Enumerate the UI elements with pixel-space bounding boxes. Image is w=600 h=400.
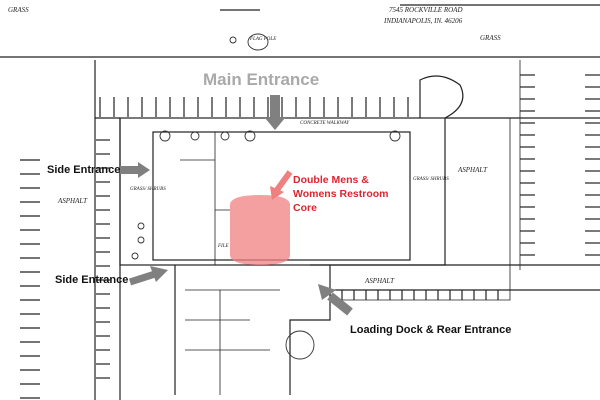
file-label: FILE — [217, 244, 229, 249]
asphalt-label-left: ASPHALT — [57, 197, 88, 205]
walkway-label: CONCRETE WALKWAY — [300, 121, 350, 126]
restroom-core-highlight — [230, 195, 290, 265]
main-entrance-label: Main Entrance — [203, 70, 320, 89]
flag-pole-mark — [247, 33, 269, 51]
left-lot — [94, 60, 121, 400]
loading-dock-arrow — [327, 292, 353, 316]
restroom-core-label: Double Mens & Womens Restroom Core — [293, 174, 389, 214]
asphalt-label-right: ASPHALT — [457, 166, 488, 174]
side-entrance-label-1: Side Entrance — [47, 164, 121, 176]
address-line2: INDIANAPOLIS, IN. 46206 — [383, 17, 463, 25]
shrubs-label-left: GRASS/ SHRUBS — [130, 187, 166, 192]
grass-label-left: GRASS — [8, 6, 29, 14]
flag-pole-label: FLAG POLE — [249, 37, 276, 42]
shrubs-label-right: GRASS/ SHRUBS — [413, 177, 449, 182]
restroom-core-arrow — [274, 170, 293, 192]
address-line1: 7545 ROCKVILLE ROAD — [389, 6, 463, 14]
grass-label-right: GRASS — [480, 34, 501, 42]
turnaround — [419, 75, 464, 119]
loading-dock-label: Loading Dock & Rear Entrance — [350, 324, 512, 336]
side-entrance-arrow-2 — [128, 270, 157, 286]
north-arrow — [285, 330, 315, 360]
rear-wing — [174, 265, 331, 395]
asphalt-label-bottom: ASPHALT — [364, 277, 395, 285]
side-entrance-label-2: Side Entrance — [55, 274, 129, 286]
